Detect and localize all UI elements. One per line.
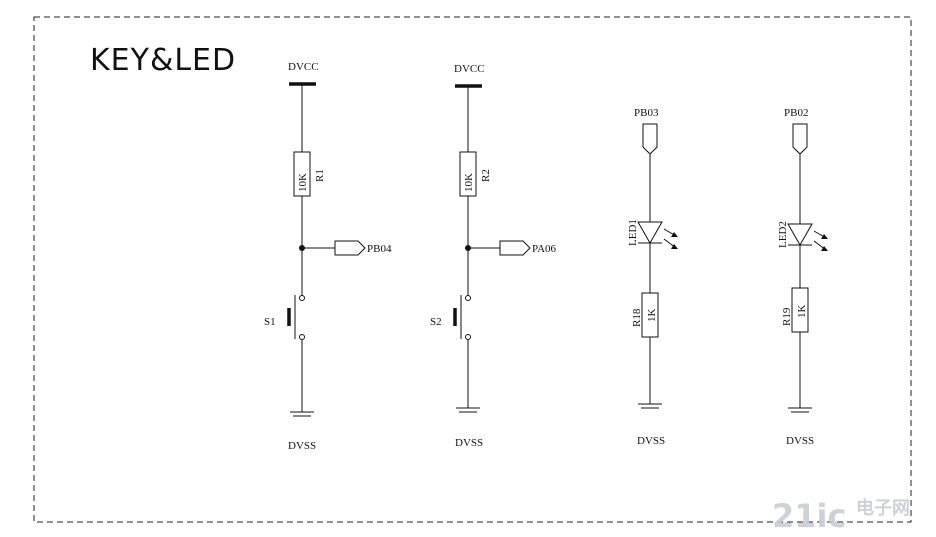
r1-ref-label: R1 [314,169,326,182]
port-pb04-label: PB04 [367,243,392,255]
led2-diode [787,223,813,247]
r2-value-label: 10K [463,173,475,192]
led1-label: LED1 [627,219,639,246]
port-pa06 [499,240,531,256]
port-pb02-label: PB02 [784,107,808,119]
r19-ref-label: R19 [781,307,793,326]
r18-ref-label: R18 [631,308,643,327]
led1-diode [637,221,663,245]
watermark-logo: 21ic 电子网 [772,497,910,535]
switch1-contact-top [299,295,305,301]
led2-emission-arrows [813,230,828,251]
led-circuit-1: PB03 LED1 R18 1K DVSS [627,107,678,447]
port-pb02 [792,123,808,155]
r18-value-label: 1K [646,309,658,323]
ground-label-4: DVSS [786,435,814,447]
dashed-frame [33,16,912,523]
led1-emission-arrows [663,228,678,249]
r19-value-label: 1K [796,305,808,319]
r2-ref-label: R2 [480,169,492,182]
switch1-label: S1 [264,316,276,328]
vcc-label-2: DVCC [454,63,485,75]
switch2-contact-bottom [465,334,471,340]
port-pa06-label: PA06 [532,243,557,255]
watermark-brand: 21ic [772,497,846,535]
ground-label-1: DVSS [288,440,316,452]
port-pb03-label: PB03 [634,107,659,119]
switch2-contact-top [465,295,471,301]
key-circuit-1: DVCC 10K R1 PB04 S1 DVSS [264,61,392,452]
ground-label-3: DVSS [637,435,665,447]
led-circuit-2: PB02 LED2 R19 1K DVSS [777,107,828,447]
port-pb03 [642,123,658,155]
ground-label-2: DVSS [455,437,483,449]
r1-value-label: 10K [297,173,309,192]
vcc-label-1: DVCC [288,61,319,73]
switch1-contact-bottom [299,334,305,340]
led2-label: LED2 [777,221,789,248]
switch2-label: S2 [430,316,442,328]
port-pb04 [334,240,366,256]
key-circuit-2: DVCC 10K R2 PA06 S2 DVSS [430,63,557,449]
schematic-title: KEY&LED [90,43,236,78]
watermark-subtitle: 电子网 [856,497,910,519]
